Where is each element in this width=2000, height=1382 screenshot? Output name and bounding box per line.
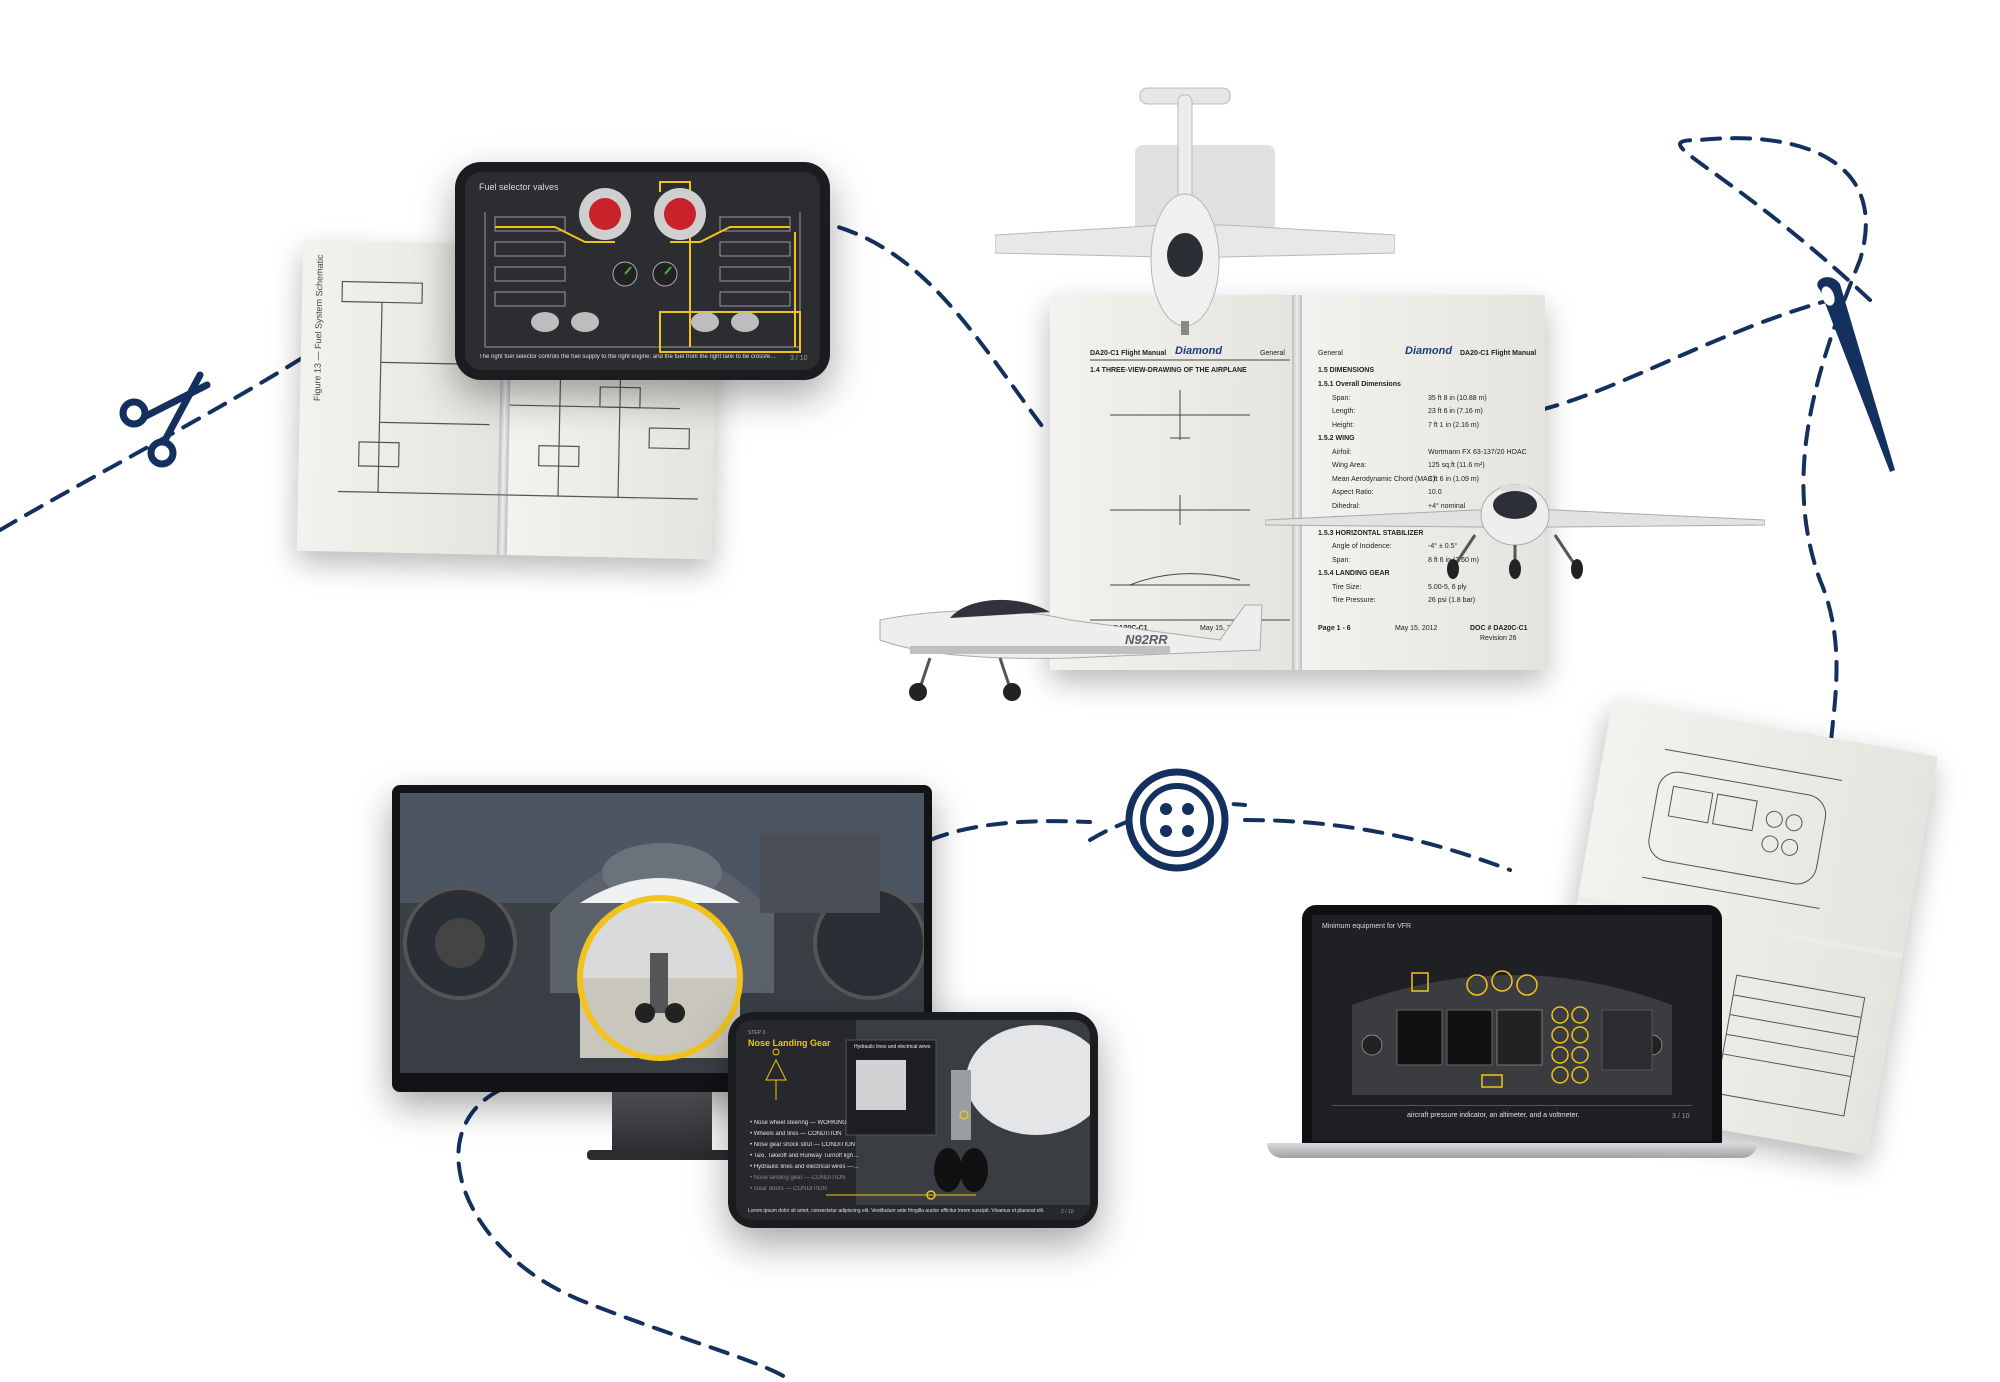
dimension-label: Span: <box>1332 394 1351 402</box>
airplane-front-view <box>1265 484 1765 579</box>
landing-gear-render <box>765 1020 1090 1205</box>
dimension-value: 3 ft 6 in (1.09 m) <box>1428 475 1479 483</box>
brand-logo-right: Diamond <box>1405 345 1453 357</box>
instrument-panel-manual <box>1542 699 1938 1156</box>
laptop-screen: Minimum equipment for VFR <box>1312 915 1712 1141</box>
sewing-button-icon <box>1125 768 1229 872</box>
dimension-value: 5.00-5, 6 ply <box>1428 583 1467 591</box>
scissors-icon <box>119 371 211 468</box>
dimension-label: Tire Size: <box>1332 583 1362 591</box>
checklist-item: • Wheels and tires — CONDITION <box>750 1131 842 1137</box>
screen-caption: The right fuel selector controls the fue… <box>479 354 779 360</box>
dimension-label: 1.5.2 WING <box>1318 435 1355 442</box>
airplane-registration: N92RR <box>1125 632 1168 647</box>
desktop-monitor <box>392 785 932 1092</box>
dimension-label: 1.5.1 Overall Dimensions <box>1318 381 1401 388</box>
screen-title: Fuel selector valves <box>479 182 559 192</box>
tablet-gear-screen: STEP 3 Nose Landing Gear Hydraulic lines… <box>736 1020 1090 1220</box>
right-footer-date: May 15, 2012 <box>1395 625 1438 632</box>
needle-icon <box>1817 277 1895 472</box>
laptop-screen-frame: Minimum equipment for VFR <box>1302 905 1722 1143</box>
checklist-item: • Nose wheel steering — WORKING <box>750 1120 847 1126</box>
dimension-value: 23 ft 6 in (7.16 m) <box>1428 408 1483 415</box>
airplane-side-view: N92RR <box>870 580 1270 705</box>
dimension-label: Dihedral: <box>1332 502 1361 510</box>
dimension-value: +4° nominal <box>1428 502 1466 510</box>
right-page-header: DA20-C1 Flight Manual <box>1460 350 1537 357</box>
right-page-section: General <box>1318 350 1343 357</box>
dimension-label: Height: <box>1332 421 1355 429</box>
hotspot-label: Hydraulic lines and electrical wires <box>854 1044 931 1050</box>
dimension-label: Length: <box>1332 408 1356 415</box>
flight-manual-open: DA20-C1 Flight Manual Diamond General 1.… <box>1050 295 1545 670</box>
tablet-fuel-screen: Fuel selector valves <box>465 172 820 370</box>
instrument-panel-drawing <box>1642 748 1866 1117</box>
dimension-label: Aspect Ratio: <box>1332 489 1374 496</box>
three-view-drawing <box>1090 359 1290 621</box>
right-footer-doc: DOC # DA20C-C1 <box>1470 625 1528 632</box>
tablet-fuel-selector: Fuel selector valves <box>455 162 830 380</box>
left-footer-date: May 15, 2012 <box>1200 625 1243 632</box>
right-footer-page: Page 1 - 6 <box>1318 625 1351 632</box>
pager: 2 / 10 <box>1061 1209 1074 1215</box>
dimension-label: Wing Area: <box>1332 462 1367 469</box>
checklist-item: • Gear doors — CONDITION <box>750 1186 827 1192</box>
dimension-value: Wortmann FX 63-137/20 HOAC <box>1428 448 1527 456</box>
tablet-landing-gear: STEP 3 Nose Landing Gear Hydraulic lines… <box>728 1012 1098 1228</box>
dimension-label: Angle of Incidence: <box>1332 543 1392 550</box>
screen-title: Minimum equipment for VFR <box>1322 923 1412 930</box>
dimension-label: Airfoil: <box>1332 448 1352 456</box>
fuel-diagram <box>484 181 801 353</box>
screen-title: Nose Landing Gear <box>748 1038 831 1048</box>
left-page-section: General <box>1260 350 1285 357</box>
pager: 3 / 10 <box>790 355 808 362</box>
checklist-item: • Nose landing gear — CONDITION <box>750 1175 846 1181</box>
instrument-panel-render <box>1332 970 1692 1106</box>
dimension-label: Span: <box>1332 556 1351 564</box>
dimensions-title: 1.5 DIMENSIONS <box>1318 367 1375 374</box>
dimension-value: 10.0 <box>1428 489 1442 496</box>
dimension-label: Mean Aerodynamic Chord (MAC): <box>1332 475 1438 483</box>
brand-logo-left: Diamond <box>1175 345 1223 357</box>
svg-text:Figure 13 — Fuel System Schema: Figure 13 — Fuel System Schematic <box>312 254 325 401</box>
pager: 3 / 10 <box>1672 1113 1690 1120</box>
manual-right-page <box>1302 295 1545 670</box>
step-label: STEP 3 <box>748 1030 766 1036</box>
left-page-header: DA20-C1 Flight Manual <box>1090 350 1167 357</box>
right-footer-rev: Revision 26 <box>1480 635 1517 642</box>
checklist-item: • Hydraulic lines and electrical wires —… <box>750 1164 860 1170</box>
checklist-item: • Taxi, Takeoff and Runway Turnoff light… <box>750 1153 860 1159</box>
monitor-stand <box>612 1092 712 1152</box>
dimension-label: Tire Pressure: <box>1332 597 1376 604</box>
dimension-value: 125 sq.ft (11.6 m²) <box>1428 462 1485 469</box>
airplane-top-view <box>995 87 1395 335</box>
dimension-label: 1.5.3 HORIZONTAL STABILIZER <box>1318 529 1424 537</box>
dimension-value: -4° ± 0.5° <box>1428 543 1458 550</box>
dimension-value: 35 ft 8 in (10.88 m) <box>1428 394 1487 402</box>
laptop-base <box>1267 1143 1757 1158</box>
dimension-label: 1.5.4 LANDING GEAR <box>1318 570 1390 577</box>
dimension-value: 7 ft 1 in (2.16 m) <box>1428 421 1479 429</box>
manual-spine <box>1292 295 1302 670</box>
checklist-item: • Nose gear shock strut — CONDITION <box>750 1142 856 1148</box>
section-title: 1.4 THREE-VIEW-DRAWING OF THE AIRPLANE <box>1090 367 1247 374</box>
screen-caption: aircraft pressure indicator, an altimete… <box>1407 1112 1580 1119</box>
screen-caption: Lorem ipsum dolor sit amet, consectetur … <box>748 1208 1045 1214</box>
monitor-base <box>587 1150 737 1160</box>
dimension-value: 26 psi (1.8 bar) <box>1428 597 1476 604</box>
